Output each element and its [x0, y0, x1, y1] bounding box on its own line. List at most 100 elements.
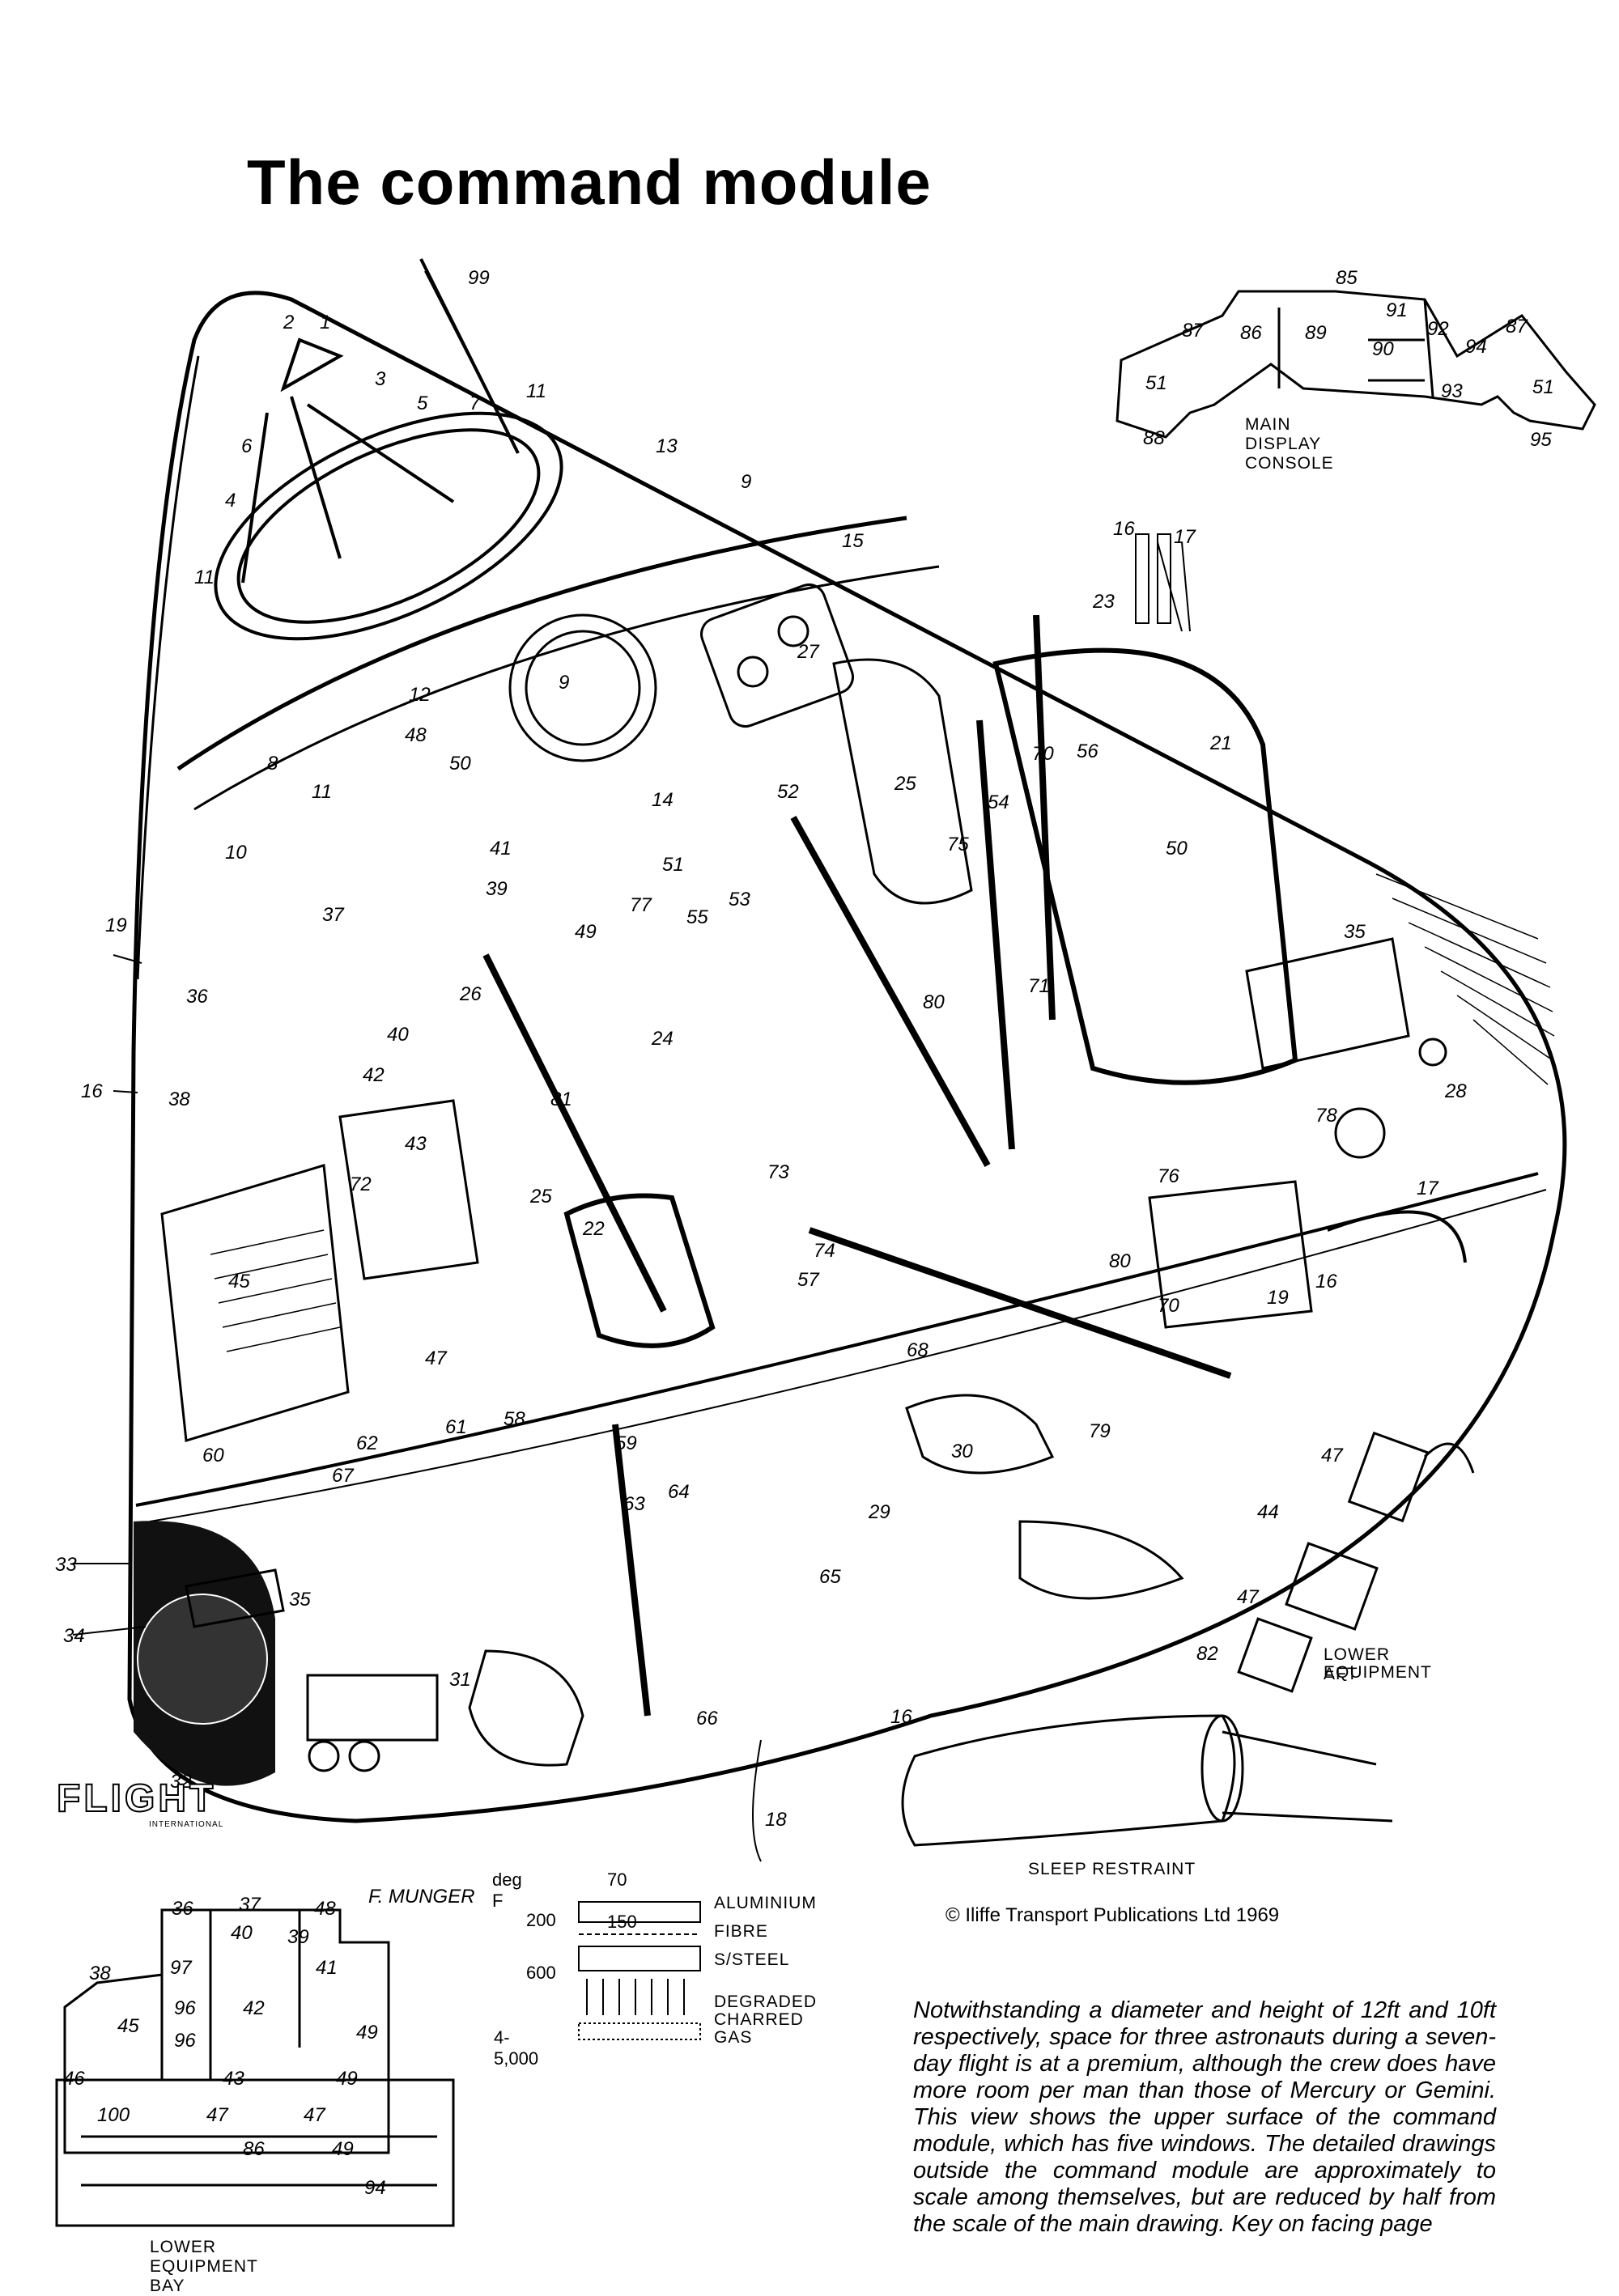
temp-value: 600 — [526, 1963, 556, 1983]
part-number: 9 — [559, 672, 570, 694]
part-number: 51 — [662, 854, 684, 876]
part-number: 45 — [117, 2015, 139, 2037]
part-number: 11 — [194, 567, 215, 588]
part-number: 25 — [530, 1186, 552, 1207]
console-number: 92 — [1427, 318, 1449, 340]
flight-logo: FLIGHT — [56, 1776, 217, 1821]
part-number: 38 — [89, 1963, 111, 1984]
part-number: 21 — [1210, 732, 1232, 754]
part-number: 49 — [336, 2068, 358, 2090]
part-number: 19 — [1267, 1287, 1289, 1309]
main-display-console-label: MAIN DISPLAY CONSOLE — [1245, 415, 1334, 473]
part-number: 16 — [1315, 1271, 1337, 1292]
part-number: 65 — [819, 1566, 841, 1588]
part-number: 47 — [1237, 1586, 1259, 1608]
part-number: 32 — [170, 1771, 192, 1793]
part-number: 67 — [332, 1465, 354, 1487]
layer-label: ALUMINIUM — [714, 1894, 817, 1912]
part-number: 43 — [405, 1133, 427, 1155]
console-number: 88 — [1143, 427, 1165, 449]
part-number: 63 — [623, 1493, 645, 1515]
part-number: 17 — [1174, 526, 1196, 548]
console-number: 94 — [1465, 336, 1487, 358]
part-number: 12 — [409, 684, 431, 706]
layer-label: GAS — [714, 2028, 753, 2047]
lower-equipment-bay-label: LOWER EQUIPMENT BAY — [150, 2238, 258, 2295]
part-number: 45 — [228, 1271, 250, 1292]
part-number: 36 — [172, 1898, 193, 1920]
page-title: The command module — [247, 146, 932, 218]
part-number: 19 — [105, 915, 127, 936]
part-number: 38 — [168, 1089, 190, 1110]
layer-label: DEGRADED — [714, 1993, 818, 2011]
part-number: 11 — [526, 380, 546, 402]
part-number: 70 — [1032, 743, 1054, 765]
layer-label: FIBRE — [714, 1922, 768, 1941]
part-number: 66 — [696, 1708, 718, 1729]
part-number: 78 — [1315, 1105, 1337, 1127]
part-number: 94 — [364, 2177, 386, 2199]
part-number: 16 — [81, 1080, 103, 1102]
part-number: 72 — [350, 1173, 372, 1195]
part-number: 37 — [322, 904, 344, 926]
part-number: 2 — [283, 312, 295, 333]
part-number: 70 — [1158, 1295, 1179, 1317]
part-number: 39 — [287, 1926, 309, 1948]
part-number: 53 — [729, 889, 750, 910]
part-number: 37 — [239, 1894, 261, 1916]
part-number: 1 — [320, 312, 331, 333]
part-number: 5 — [417, 393, 428, 414]
part-number: 82 — [1196, 1643, 1218, 1665]
part-number: 81 — [550, 1089, 572, 1110]
part-number: 9 — [741, 471, 752, 493]
part-number: 60 — [202, 1445, 224, 1466]
part-number: 74 — [814, 1240, 835, 1262]
part-number: 35 — [1344, 921, 1366, 943]
temp-header: deg F — [492, 1869, 522, 1911]
part-number: 71 — [1028, 975, 1050, 997]
part-number: 6 — [241, 435, 253, 457]
part-number: 68 — [907, 1339, 928, 1361]
part-number: 80 — [923, 991, 945, 1013]
part-number: 34 — [63, 1625, 85, 1647]
part-number: 39 — [486, 878, 508, 900]
temp-top: 70 - 150 — [607, 1869, 637, 1932]
part-number: 47 — [425, 1347, 447, 1369]
part-number: 49 — [332, 2138, 354, 2160]
sleep-restraint-label: SLEEP RESTRAINT — [1028, 1860, 1196, 1878]
console-number: 87 — [1182, 320, 1204, 342]
console-number: 95 — [1530, 429, 1552, 451]
console-number: 89 — [1305, 322, 1327, 344]
lower-aft-label: EQUIPMENT — [1324, 1663, 1432, 1682]
console-number: 93 — [1441, 380, 1463, 402]
part-number: 54 — [988, 792, 1009, 813]
part-number: 100 — [97, 2104, 130, 2126]
part-number: 46 — [63, 2068, 85, 2090]
part-number: 41 — [490, 838, 512, 859]
console-number: 51 — [1532, 376, 1554, 398]
part-number: 42 — [363, 1064, 385, 1086]
part-number: 43 — [223, 2068, 244, 2090]
part-number: 99 — [468, 267, 490, 289]
temp-value: 4-5,000 — [494, 2027, 539, 2069]
part-number: 16 — [890, 1706, 912, 1728]
flight-logo-subtitle: INTERNATIONAL — [149, 1820, 224, 1829]
part-number: 42 — [243, 1997, 265, 2019]
part-number: 55 — [686, 906, 708, 928]
part-number: 97 — [170, 1957, 192, 1979]
part-number: 10 — [225, 842, 247, 864]
part-number: 31 — [449, 1669, 471, 1691]
part-number: 50 — [449, 753, 471, 775]
part-number: 56 — [1077, 741, 1098, 762]
part-number: 40 — [231, 1922, 253, 1944]
artist-signature: F. MUNGER — [368, 1886, 475, 1908]
part-number: 40 — [387, 1024, 409, 1046]
part-number: 59 — [615, 1432, 637, 1454]
part-number: 36 — [186, 986, 208, 1008]
part-number: 29 — [869, 1501, 890, 1523]
part-number: 77 — [630, 894, 652, 916]
part-number: 18 — [765, 1809, 787, 1831]
temp-value: 200 — [526, 1910, 556, 1930]
part-number: 64 — [668, 1481, 690, 1503]
